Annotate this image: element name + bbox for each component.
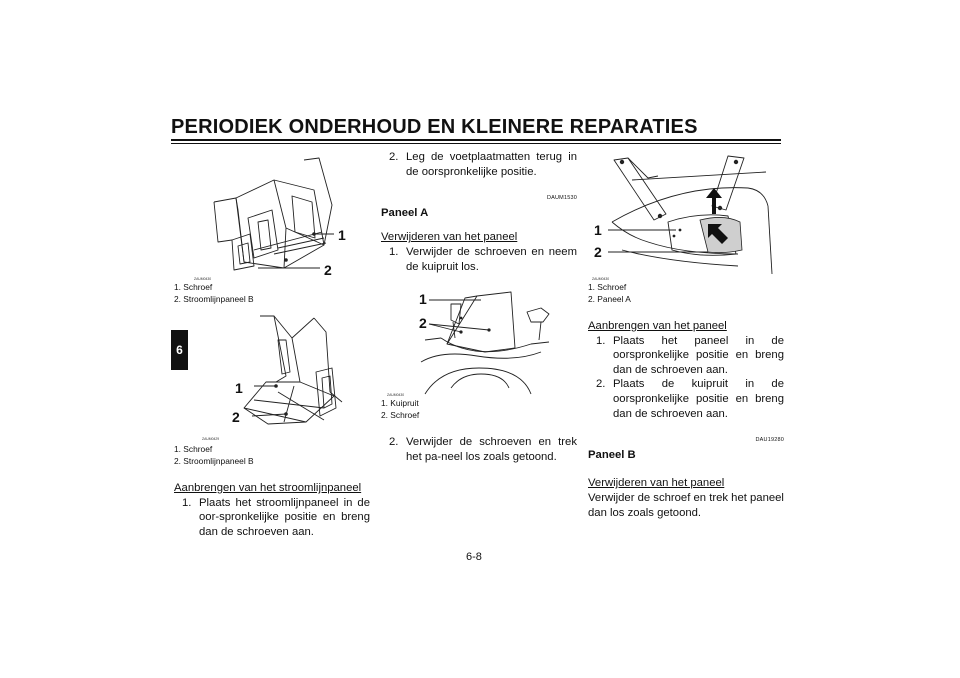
caption-item: 2. Schroef (381, 409, 420, 420)
figure-caption: 1. Schroef 2. Stroomlijnpaneel B (174, 444, 370, 467)
install-steps: 1. Plaats het paneel in de oorspronkelijk… (588, 334, 784, 422)
caption-item: 2. Paneel A (588, 293, 631, 304)
figure-caption: 1. Schroef 2. Paneel A (588, 282, 784, 305)
chapter-tab: 6 (171, 330, 188, 370)
section-heading: Paneel A (381, 206, 429, 219)
callout-2: 2 (324, 262, 332, 278)
remove-steps: 1. Verwijder de schroeven en neem de kuip… (381, 245, 577, 274)
caption-item: 1. Schroef (174, 282, 213, 292)
list-item: 1. Verwijder de schroeven en neem de kuip… (381, 245, 577, 274)
callout-1: 1 (338, 227, 346, 243)
figure-code: ZAUM0430 (592, 277, 610, 281)
column-left: ZAUM0430 1 2 1. Schroef 2. Stroomlijnpan… (174, 150, 370, 539)
step-number: 2. (389, 436, 399, 449)
header-rule (171, 139, 781, 141)
figure-stroomlijnpaneel-b-2: ZAUM0429 1 2 (174, 312, 370, 442)
panel-a-illustration (608, 155, 773, 275)
list-item: 2. Plaats de kuipruit in de oorspronkelij… (588, 377, 784, 421)
callout-2: 2 (419, 315, 427, 332)
figure-caption: 1. Kuipruit 2. Schroef (381, 398, 577, 421)
caption-item: 1. Kuipruit (381, 398, 419, 409)
figure-code: ZAUM0430 (387, 393, 405, 398)
section-heading: Paneel B (588, 448, 636, 461)
figure-stroomlijnpaneel-b-1: ZAUM0430 1 2 (174, 150, 370, 281)
callout-1: 1 (594, 222, 602, 238)
scooter-floor-illustration (213, 157, 334, 271)
caption-item: 2. Stroomlijnpaneel B (174, 455, 254, 466)
figure-kuipruit: ZAUM0430 1 2 (381, 278, 577, 397)
column-middle: 2. Leg de voetplaatmatten terug in de oor… (381, 150, 577, 464)
remove-heading: Verwijderen van het paneel (588, 477, 725, 490)
list-item: 1. Plaats het stroomlijnpaneel in de oor-… (174, 496, 370, 540)
windshield-illustration (420, 291, 550, 395)
callout-1: 1 (235, 380, 243, 396)
remove-heading: Verwijderen van het paneel (381, 231, 518, 244)
steps-continued: 2. Leg de voetplaatmatten terug in de oor… (381, 150, 577, 179)
step-number: 2. (596, 378, 606, 391)
install-heading: Aanbrengen van het paneel (588, 320, 727, 332)
step-text: Plaats de kuipruit in de oorspronkelijke… (613, 378, 784, 420)
list-item: 2. Leg de voetplaatmatten terug in de oor… (381, 150, 577, 179)
page-number: 6-8 (466, 551, 482, 563)
step-number: 1. (389, 245, 399, 258)
callout-2: 2 (594, 244, 602, 260)
scooter-side-illustration (243, 315, 343, 425)
list-item: 2. Verwijder de schroeven en trek het pa-… (381, 435, 577, 464)
figure-paneel-a: ZAUM0430 1 2 (588, 150, 784, 281)
step-number: 2. (389, 151, 399, 163)
caption-item: 2. Stroomlijnpaneel B (174, 293, 254, 304)
step-text: Plaats het paneel in de oorspronkelijke … (613, 334, 784, 376)
step-number: 1. (182, 496, 192, 509)
callout-2: 2 (232, 409, 240, 425)
header-rule-thin (171, 143, 781, 144)
remove-steps-continued: 2. Verwijder de schroeven en trek het pa-… (381, 435, 577, 464)
list-item: 1. Plaats het paneel in de oorspronkelijk… (588, 334, 784, 378)
caption-item: 1. Schroef (588, 282, 627, 292)
step-text: Verwijder de schroeven en neem de kuipru… (406, 245, 577, 273)
step-text: Plaats het stroomlijnpaneel in de oor-sp… (199, 496, 370, 538)
remove-text: Verwijder de schroef en trek het paneel … (588, 491, 784, 519)
figure-code: ZAUM0429 (202, 437, 220, 441)
page-title: PERIODIEK ONDERHOUD EN KLEINERE REPARATI… (171, 116, 698, 138)
reference-code: DAU19280 (755, 437, 784, 444)
callout-1: 1 (419, 291, 427, 308)
reference-code: DAUM1530 (546, 195, 577, 202)
install-steps: 1. Plaats het stroomlijnpaneel in de oor-… (174, 496, 370, 540)
figure-code: ZAUM0430 (194, 277, 212, 281)
caption-item: 1. Schroef (174, 444, 213, 454)
step-text: Verwijder de schroeven en trek het pa-ne… (406, 436, 577, 463)
step-number: 1. (596, 334, 606, 347)
step-text: Leg de voetplaatmatten terug in de oorsp… (406, 151, 577, 178)
install-heading: Aanbrengen van het stroomlijnpaneel (174, 482, 362, 494)
figure-caption: 1. Schroef 2. Stroomlijnpaneel B (174, 282, 370, 305)
column-right: ZAUM0430 1 2 1. Schroef 2. Paneel A Aanb… (588, 150, 784, 520)
